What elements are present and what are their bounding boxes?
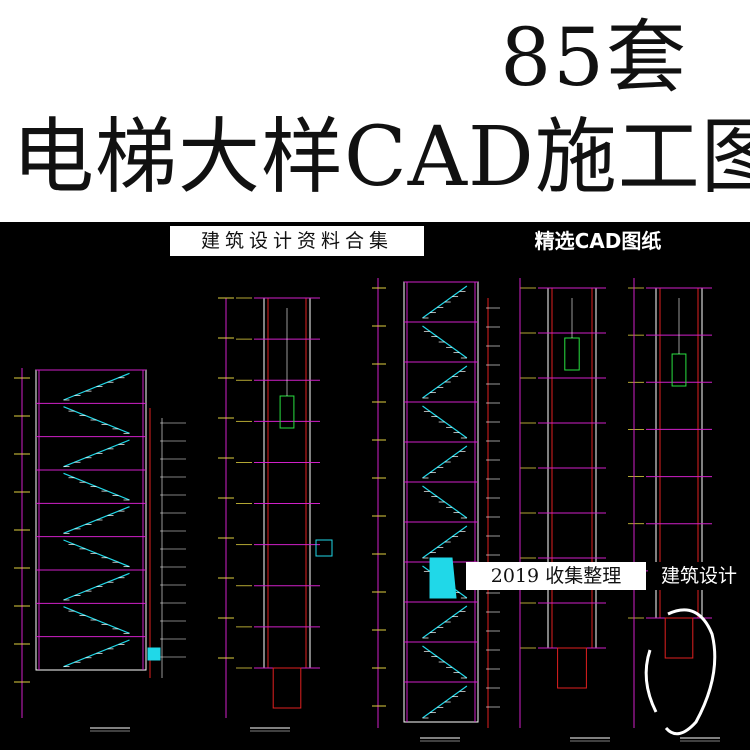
elevator-section-drawings — [14, 278, 720, 742]
main-title: 电梯大样CAD施工图 — [12, 110, 750, 205]
collection-label: 建筑设计资料合集 — [170, 226, 424, 256]
selected-drawings-label: 精选CAD图纸 — [534, 229, 662, 253]
elevator-pit — [557, 647, 587, 689]
elevator-pit — [664, 617, 694, 659]
cad-drawing-panel — [0, 258, 750, 750]
elevator-cab — [279, 395, 295, 429]
elevator-pit — [272, 667, 302, 709]
door-detail — [315, 539, 333, 557]
set-count: 85套 — [500, 11, 688, 104]
watermark-mark — [664, 608, 717, 736]
header-area: 85套 电梯大样CAD施工图 — [0, 0, 750, 222]
watermark-mark — [644, 649, 658, 713]
highlight-fill — [429, 557, 457, 599]
category-tag: 建筑设计 — [648, 562, 750, 590]
year-collection-tag: 2019 收集整理 — [466, 562, 646, 590]
elevator-cab — [671, 353, 687, 387]
divider-line — [0, 222, 750, 226]
elevator-cab — [564, 337, 580, 371]
section-outline — [35, 369, 147, 671]
cyan-block — [147, 647, 161, 661]
